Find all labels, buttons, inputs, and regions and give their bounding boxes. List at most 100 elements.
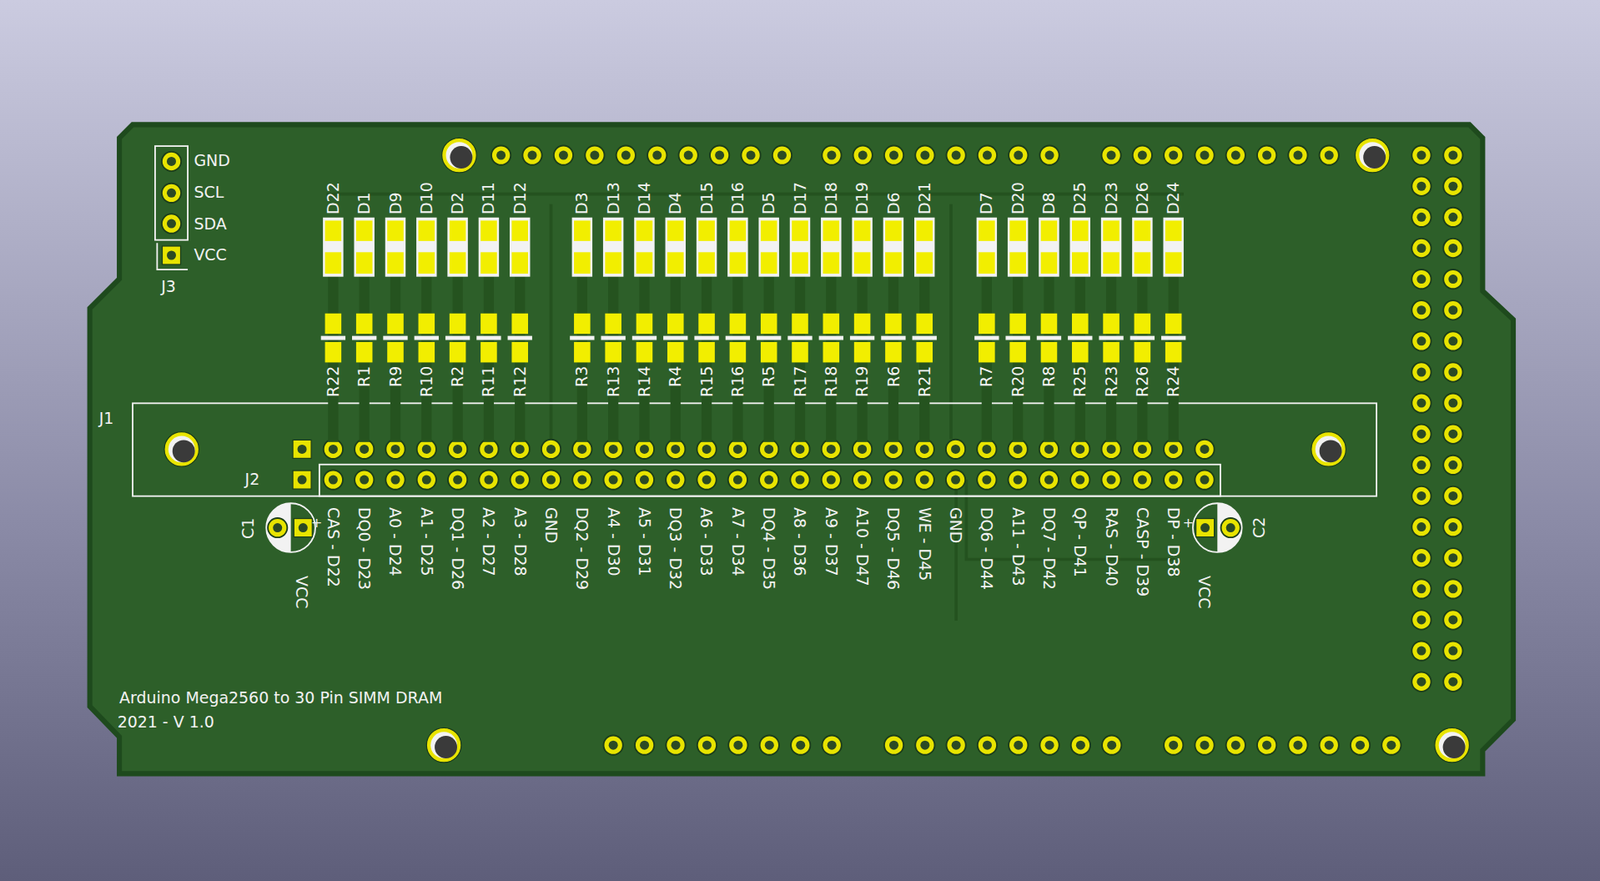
round-pad [1319,145,1339,165]
smd-pad [885,313,902,334]
smd-pad [667,342,685,363]
smd-pad [636,342,654,363]
drill-hole [1416,491,1426,501]
drill-hole [746,150,756,161]
round-pad [491,145,511,165]
drill-hole [1416,522,1426,532]
smd-pad [1102,251,1120,274]
round-pad [1101,735,1122,755]
round-pad [1039,145,1059,165]
smd-pad [698,313,715,334]
part-reference: R18 [822,366,841,398]
board-title: Arduino Mega2560 to 30 Pin SIMM DRAM [119,689,443,707]
smd-pad [511,220,529,241]
drill-hole [608,444,619,454]
drill-hole [826,475,836,485]
smd-pad [418,342,436,363]
round-pad [679,145,699,165]
round-pad [1443,145,1463,165]
round-pad [853,145,873,165]
drill-hole [297,444,307,454]
round-pad [1443,362,1463,382]
round-pad [1319,735,1339,755]
copper-traces [326,194,1184,621]
drill-hole [764,740,775,750]
pin-name: QP - D41 [1071,507,1089,578]
drill-hole [1226,523,1236,533]
round-pad [1443,455,1463,475]
resistor-silk [694,336,719,341]
pin-name: A9 - D37 [822,507,841,577]
drill-hole [639,444,650,454]
mounting-ring [164,432,200,468]
led-body [1162,217,1183,277]
drill-hole [608,740,619,750]
drill-hole [794,475,805,485]
round-pad [584,145,604,165]
part-reference: D3 [573,191,591,215]
round-pad [478,439,499,459]
part-reference: D22 [324,181,343,215]
mounting-ring [1434,727,1470,763]
drill-hole [639,740,650,750]
smd-pad [1071,313,1089,334]
resistor-silk [445,336,470,341]
drill-hole [1044,444,1054,454]
smd-pad [915,313,933,334]
round-pad [852,469,872,489]
round-pad [1194,735,1214,755]
j2-outline [319,464,1221,497]
drill-hole [950,444,961,454]
board-version: 2021 - V 1.0 [117,713,215,731]
round-pad [1226,145,1246,165]
round-pad [976,469,997,489]
part-reference: R17 [791,366,810,398]
drill-hole [951,150,962,161]
smd-pad [573,313,591,334]
smd-pad [1134,313,1152,334]
drill-hole [577,475,587,485]
round-pad [1443,424,1463,444]
drill-hole [166,250,177,260]
smd-pad [573,220,591,241]
part-reference: D17 [791,181,810,215]
round-pad [1443,609,1463,629]
round-pad [1194,145,1214,165]
pin-name: A10 - D47 [853,507,871,587]
drill-hole [1044,475,1054,485]
smd-pad [1009,220,1027,241]
round-pad [740,145,760,165]
part-reference: D4 [666,191,685,215]
smd-pad [978,220,996,241]
smd-pad [915,220,933,241]
part-reference: R14 [635,366,654,398]
round-pad [1163,735,1183,755]
drill-hole [684,150,694,161]
round-pad [1443,672,1463,692]
resistor-silk [476,336,501,341]
round-pad [385,469,405,489]
part-reference: D11 [479,181,498,215]
drill-hole [272,523,282,533]
part-reference: R24 [1164,366,1183,398]
smd-pad [387,251,404,274]
pin-name: DQ6 - D44 [977,507,996,590]
round-pad [1411,672,1431,692]
part-reference: D16 [729,181,747,215]
smd-pad [573,251,591,274]
drill-hole [1075,475,1085,485]
drill-hole [1448,336,1458,346]
resistor-silk [974,336,999,341]
round-pad [447,469,468,489]
round-pad [821,145,841,165]
drill-hole [390,444,400,454]
smd-pad [885,342,902,363]
drill-hole [1200,475,1210,485]
capacitor-outline [1192,503,1243,553]
round-pad [354,469,374,489]
round-pad [478,469,499,489]
smd-pad [1071,220,1089,241]
round-pad [1411,269,1431,289]
round-pad [541,469,561,489]
